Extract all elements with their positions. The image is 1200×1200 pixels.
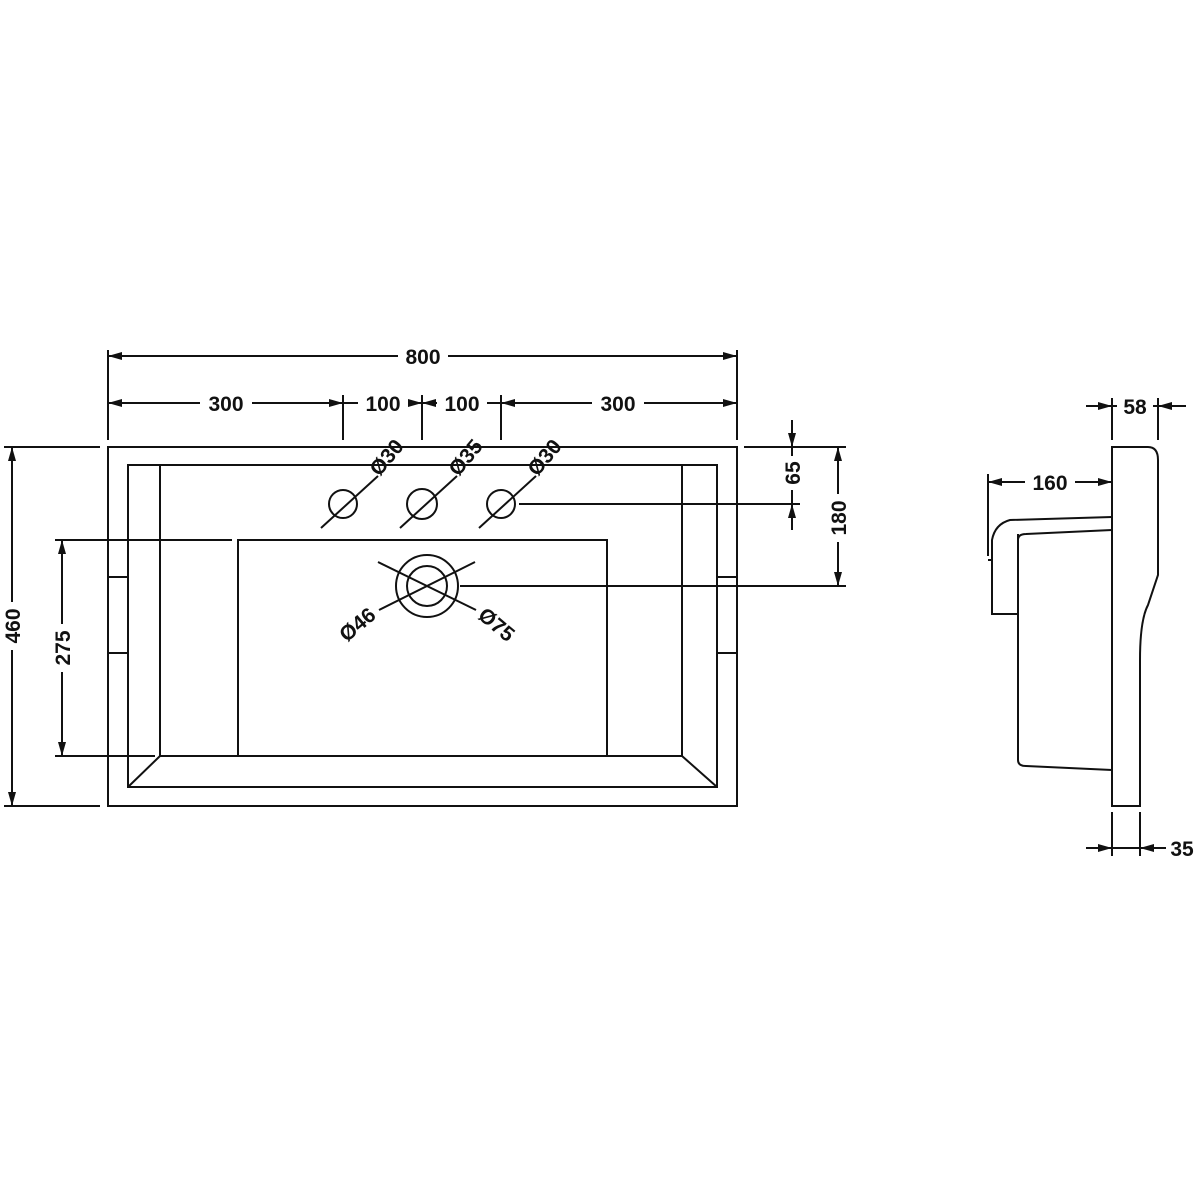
dim-180-arrow-bottom (834, 572, 842, 586)
left-tap-leader (320, 475, 379, 529)
label-left-tap-hole: Ø30 (365, 435, 408, 480)
dim-800-label-bg (398, 342, 448, 370)
dim-800-arrow-left (108, 352, 122, 360)
dim-58-label-bg (1117, 393, 1153, 419)
dim-65-label-bg (780, 456, 806, 490)
dim-300a-arrow-right (329, 399, 343, 407)
basin-inner-rim (127, 464, 718, 788)
dim-65-arrow-top (788, 433, 796, 447)
label-waste-outer: Ø75 (474, 603, 519, 646)
dim-180-arrow-top (834, 447, 842, 461)
dim-tap-hole-offset: 65 (782, 461, 805, 485)
dim-100b-arrow-left (422, 399, 436, 407)
dim-left-inner: 100 (365, 393, 400, 416)
side-profile-outer (1111, 446, 1159, 807)
side-profile-bowl (991, 516, 1113, 615)
dim-right-inner: 100 (444, 393, 479, 416)
left-bevel-line (127, 755, 161, 788)
right-bevel-line (681, 755, 718, 788)
dim-100a-arrow-right (408, 399, 422, 407)
dim-300b-arrow-right (723, 399, 737, 407)
dim-460-label-bg (0, 602, 26, 650)
dim-overall-width: 800 (405, 346, 440, 369)
dim-275-label-bg (48, 624, 76, 672)
label-center-tap-hole: Ø35 (444, 435, 487, 480)
dim-58-arrow-left (1098, 402, 1112, 410)
waste-leader-b (378, 561, 476, 611)
dim-460-arrow-bottom (8, 792, 16, 806)
bowl-recess (237, 539, 608, 756)
dim-180-label-bg (826, 494, 852, 542)
dim-35-arrow-left (1098, 844, 1112, 852)
dim-rim-thickness: 58 (1123, 396, 1147, 419)
dim-100b-label-bg (437, 389, 487, 417)
dim-projection: 160 (1032, 472, 1067, 495)
dim-275-arrow-bottom (58, 742, 66, 756)
center-tap-leader (399, 475, 458, 529)
center-tap-hole (406, 488, 438, 520)
label-waste-inner: Ø46 (335, 603, 380, 646)
dim-160-arrow-left (988, 478, 1002, 486)
dim-overall-depth: 460 (2, 608, 25, 643)
dim-65-arrow-bottom (788, 504, 796, 518)
dim-460-arrow-top (8, 447, 16, 461)
waste-inner-ring (406, 565, 448, 607)
dim-35-arrow-right (1140, 844, 1154, 852)
dim-800-arrow-right (723, 352, 737, 360)
dim-275-arrow-top (58, 540, 66, 554)
side-view: 58 160 35 (987, 393, 1194, 861)
dim-300b-label-bg (592, 389, 644, 417)
dim-100a-label-bg (358, 389, 408, 417)
dim-bowl-depth: 275 (52, 630, 75, 665)
dim-300a-label-bg (200, 389, 252, 417)
basin-outer-outline (107, 446, 738, 807)
dim-300a-arrow-left (108, 399, 122, 407)
dim-300b-arrow-left (501, 399, 515, 407)
label-right-tap-hole: Ø30 (523, 435, 566, 480)
dim-160-label-bg (1025, 469, 1075, 495)
dim-waste-offset: 180 (828, 500, 851, 535)
dim-wall-thickness: 35 (1170, 838, 1194, 861)
side-profile-bowl-body (1017, 534, 1113, 771)
dim-right-offset: 300 (600, 393, 635, 416)
plan-view: 800 300 100 100 300 460 275 (0, 342, 852, 807)
dim-58-arrow-right (1158, 402, 1172, 410)
right-tap-hole (486, 489, 516, 519)
waste-outer-ring (395, 554, 459, 618)
left-tap-hole (328, 489, 358, 519)
dim-left-offset: 300 (208, 393, 243, 416)
dim-160-arrow-right (1098, 478, 1112, 486)
right-tap-leader (478, 475, 537, 529)
